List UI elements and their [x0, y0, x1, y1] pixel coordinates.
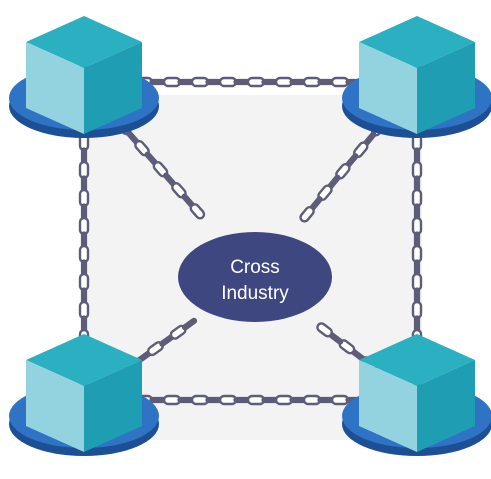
- cube-left-face: [359, 42, 417, 134]
- cube-right-face: [417, 42, 475, 134]
- chain-links-layer: [78, 76, 423, 406]
- chain-node-top-left-to-node-top-right: [134, 76, 363, 88]
- center-hub-ellipse: [178, 232, 332, 322]
- chain-node-bottom-left-to-node-bottom-right: [134, 394, 363, 406]
- node-top-left: [9, 16, 159, 138]
- chain-link: [299, 206, 315, 223]
- nodes-layer: [9, 16, 491, 456]
- chain-link: [181, 317, 198, 331]
- chain-node-top-left-to-node-bottom-left: [78, 132, 90, 348]
- chain-link: [316, 322, 333, 338]
- node-bottom-left: [9, 334, 159, 456]
- center-hub: Cross Industry: [178, 232, 332, 322]
- cube-right-face: [84, 360, 142, 452]
- chain-node-top-right-to-node-bottom-right: [411, 132, 423, 348]
- chain-node-top-right-to-center-hub: [299, 119, 387, 223]
- node-bottom-right: [342, 334, 491, 456]
- cube-right-face: [84, 42, 142, 134]
- cube-left-face: [26, 360, 84, 452]
- chain-link: [189, 203, 206, 220]
- node-top-right: [342, 16, 491, 138]
- cube-right-face: [417, 360, 475, 452]
- cube-left-face: [359, 360, 417, 452]
- center-hub-label-line2: Industry: [221, 283, 289, 304]
- center-hub-label-line1: Cross: [230, 257, 280, 278]
- cube-left-face: [26, 42, 84, 134]
